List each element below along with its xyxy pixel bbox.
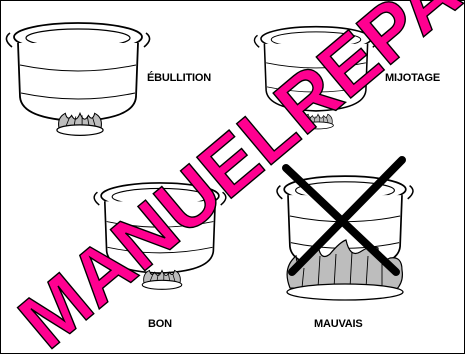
pot-boiling <box>5 22 151 122</box>
label-good: BON <box>148 318 172 330</box>
burner-flame-simmering-icon <box>302 113 334 130</box>
label-boiling: ÉBULLITION <box>147 72 211 84</box>
wrong-cross-icon <box>282 156 406 276</box>
burner-flame-boiling-icon <box>56 112 104 136</box>
pot-good <box>93 182 227 274</box>
pot-simmering <box>253 25 379 112</box>
burner-flame-good-icon <box>141 269 183 290</box>
label-simmering: MIJOTAGE <box>385 72 441 84</box>
label-bad: MAUVAIS <box>314 318 363 330</box>
